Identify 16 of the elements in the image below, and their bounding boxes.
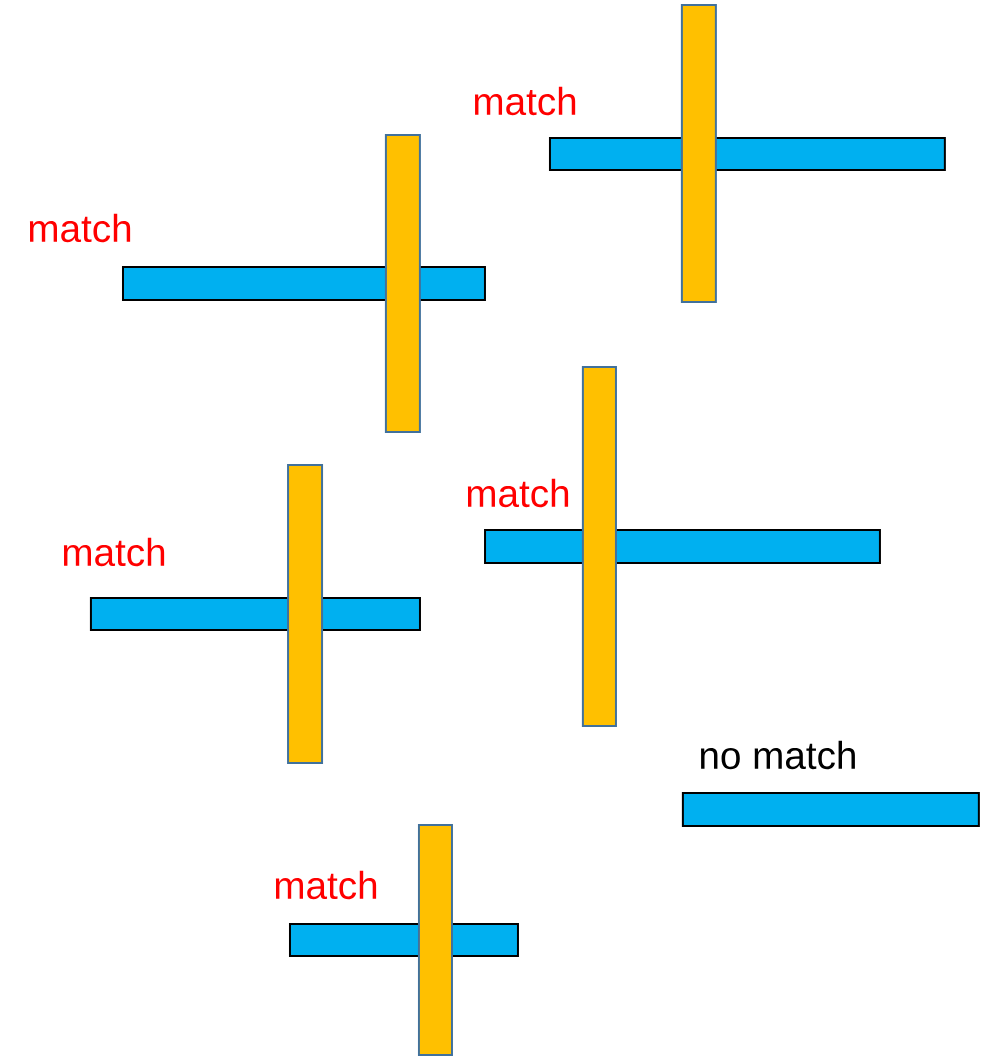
match-label: no match	[701, 740, 855, 770]
bar	[287, 464, 324, 765]
bar	[549, 137, 946, 172]
bar	[484, 528, 881, 564]
bar	[680, 4, 717, 304]
match-label: match	[467, 478, 569, 508]
bar	[581, 366, 617, 727]
match-label: match	[29, 213, 131, 243]
match-label: match	[475, 86, 576, 116]
bar	[122, 266, 486, 302]
bar	[681, 792, 980, 828]
match-label: match	[63, 537, 165, 567]
match-label: match	[275, 870, 377, 900]
bar	[384, 134, 421, 434]
bar	[89, 597, 421, 632]
bar	[417, 823, 453, 1056]
